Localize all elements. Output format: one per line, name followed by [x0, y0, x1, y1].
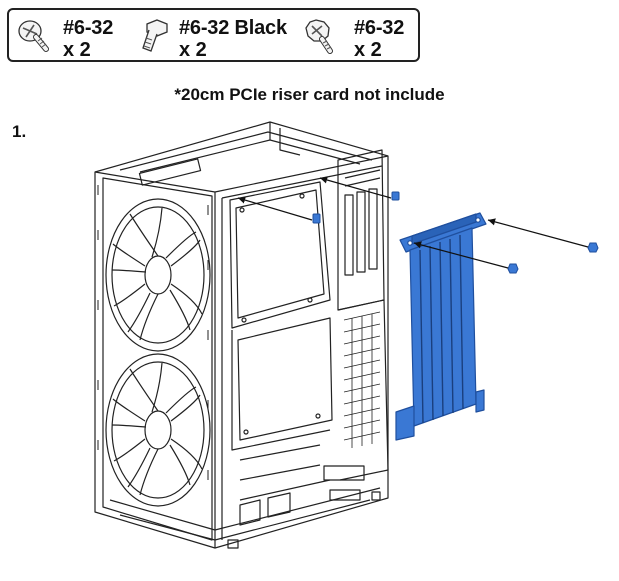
part-standoff: #6-32 Black x 2 [139, 14, 299, 61]
screw-3 [587, 242, 599, 253]
part-quantity: x 2 [179, 39, 207, 61]
pan-head-screw-icon [18, 20, 49, 52]
screw-4 [507, 263, 519, 274]
expansion-slots [323, 149, 389, 501]
part-quantity: x 2 [354, 39, 382, 61]
step-number: 1. [12, 122, 27, 141]
fan-bottom [105, 353, 211, 507]
screw-2 [312, 213, 321, 224]
riser-card-note: *20cm PCIe riser card not include [174, 85, 445, 104]
arrow-4 [413, 241, 509, 269]
case-frame [94, 121, 389, 549]
case-bottom [109, 487, 381, 549]
arrow-2 [237, 196, 313, 221]
part-label: #6-32 [354, 17, 405, 39]
fan-top [105, 198, 211, 352]
part-thumb-screw: #6-32 x 2 [302, 14, 412, 61]
arrow-1 [319, 176, 392, 199]
arrow-3 [487, 218, 589, 248]
part-label: #6-32 Black [179, 17, 287, 39]
riser-card [395, 212, 487, 441]
part-pan-head-screw: #6-32 x 2 [17, 14, 127, 61]
part-label: #6-32 [63, 17, 114, 39]
parts-legend: #6-32 x 2 #6-32 Black x 2 #6-32 x 2 [7, 8, 420, 62]
thumb-screw-icon [305, 19, 333, 54]
screw-1 [391, 191, 400, 201]
part-quantity: x 2 [63, 39, 91, 61]
standoff-screw-icon [142, 19, 168, 52]
motherboard-tray [229, 181, 333, 501]
